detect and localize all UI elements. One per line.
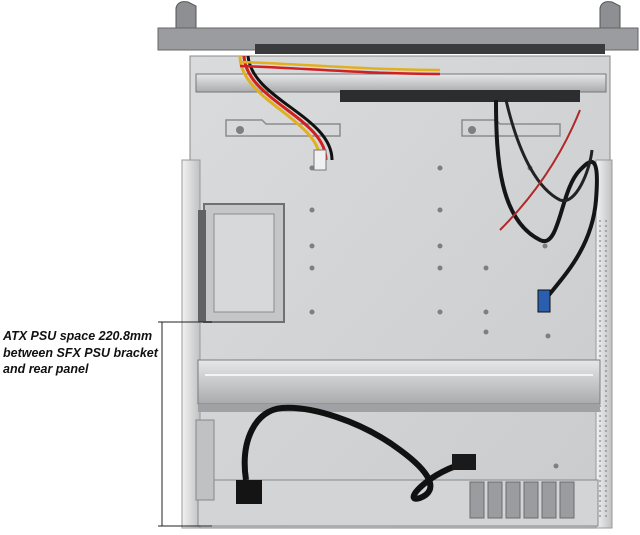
psu-space-annotation: ATX PSU space 220.8mm between SFX PSU br… <box>3 328 163 378</box>
cross-support-bar <box>197 359 601 405</box>
right-side-wall <box>595 159 613 529</box>
sfx-psu-bracket <box>198 203 285 323</box>
dimension-indicator <box>158 321 212 527</box>
cross-bar-lip <box>198 404 600 412</box>
usb-header <box>537 289 551 313</box>
power-plug <box>236 480 262 504</box>
power-cord <box>241 404 471 502</box>
front-panel-cables <box>238 55 599 302</box>
case-fans <box>340 90 580 102</box>
annotation-line-1: ATX PSU space 220.8mm <box>3 329 153 343</box>
annotation-line-3: and rear panel <box>3 362 89 376</box>
front-panel-slots <box>255 44 605 54</box>
rear-left-bracket <box>195 419 215 501</box>
expansion-slots <box>469 481 575 519</box>
floor-bracket-left <box>225 119 341 137</box>
annotation-line-2: between SFX PSU bracket <box>3 345 158 360</box>
cord-connector <box>452 454 476 470</box>
molex-connector <box>313 149 327 171</box>
right-rack-handle <box>599 1 621 31</box>
left-rack-handle <box>175 1 197 31</box>
